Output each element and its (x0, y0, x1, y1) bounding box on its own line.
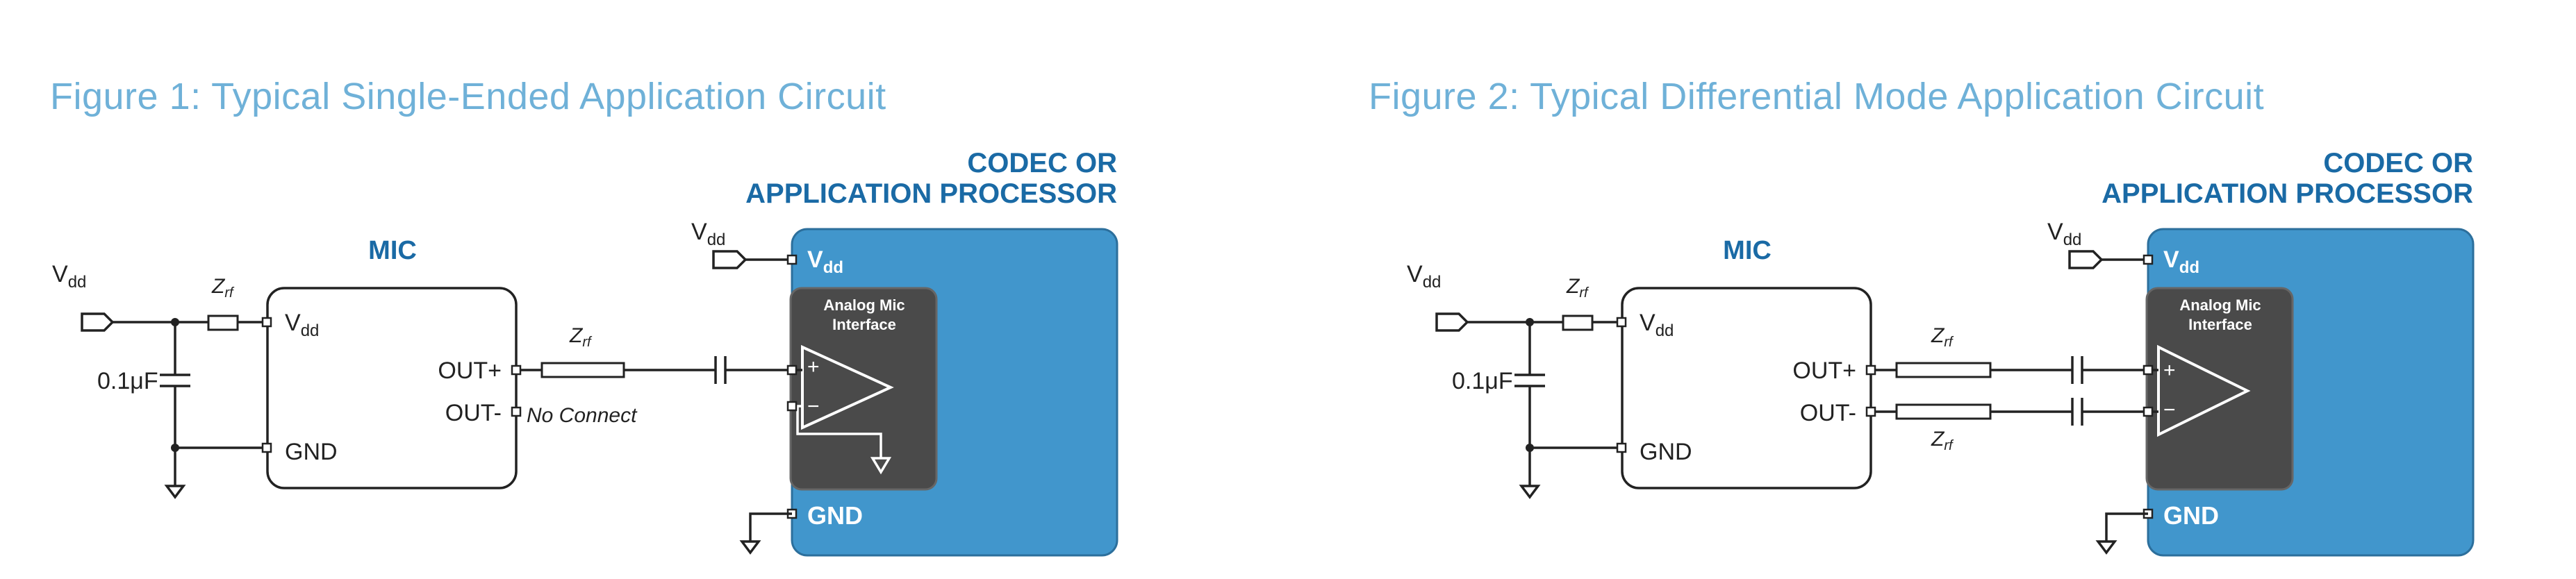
resistor-zrf-supply (207, 314, 239, 331)
cap-label: 0.1μF (97, 368, 158, 394)
mic-out-plus-label: OUT+ (438, 358, 502, 384)
codec-supply-arrow-icon (712, 250, 748, 269)
analog-mic-label: Analog Mic (823, 296, 905, 314)
supply-arrow-icon (1435, 312, 1469, 332)
supply-arrow-icon (81, 312, 115, 332)
mic-heading: MIC (368, 236, 417, 265)
resistor-zrf-supply (1562, 314, 1594, 331)
codec-heading-line1: CODEC OR (2323, 148, 2473, 178)
mic-gnd-label: GND (1640, 439, 1692, 465)
ground-icon (2095, 540, 2117, 555)
mic-box (266, 287, 518, 489)
cap-label: 0.1μF (1452, 368, 1513, 394)
codec-supply-arrow-icon (2068, 250, 2104, 269)
ground-icon (1519, 485, 1541, 499)
resistor-zrf-out-minus (1895, 403, 1992, 420)
zrf-output-label: Zrf (569, 324, 593, 350)
zrf-out-plus-label: Zrf (1931, 324, 1954, 350)
mic-gnd-label: GND (285, 439, 338, 465)
interface-label: Interface (832, 316, 896, 333)
resistor-zrf-out-plus (1895, 362, 1992, 378)
figure-2-title: Figure 2: Typical Differential Mode Appl… (1369, 76, 2265, 117)
resistor-zrf-output (540, 362, 625, 378)
codec-heading-line2: APPLICATION PROCESSOR (745, 178, 1117, 209)
codec-heading-line1: CODEC OR (967, 148, 1117, 178)
interface-label: Interface (2188, 316, 2252, 333)
mic-out-plus-label: OUT+ (1792, 358, 1856, 384)
opamp-symbol (2157, 344, 2251, 437)
mic-vdd-label: Vdd (1640, 310, 1674, 340)
zrf-label: Zrf (211, 275, 235, 301)
opamp-plus: + (807, 355, 820, 378)
supply-vdd-label: Vdd (52, 261, 86, 292)
opamp-plus: + (2163, 359, 2176, 382)
codec-supply-vdd-label: Vdd (2047, 219, 2081, 249)
analog-mic-label: Analog Mic (2179, 296, 2261, 314)
figure-1-title: Figure 1: Typical Single-Ended Applicati… (50, 76, 886, 117)
zrf-out-minus-label: Zrf (1931, 428, 1954, 453)
supply-vdd-label: Vdd (1407, 261, 1441, 292)
codec-vdd-label: Vdd (2163, 246, 2199, 277)
codec-gnd-label: GND (807, 501, 863, 530)
opamp-symbol (801, 344, 894, 430)
codec-vdd-label: Vdd (807, 246, 843, 277)
ground-icon (164, 485, 186, 499)
mic-out-minus-label: OUT- (1800, 400, 1856, 426)
mic-out-minus-label: OUT- (445, 400, 502, 426)
mic-vdd-label: Vdd (285, 310, 319, 340)
no-connect-label: No Connect (527, 404, 638, 427)
opamp-minus: − (807, 395, 820, 418)
figure-1-circuit: Analog Mic Interface + − CODEC OR APPLIC… (52, 148, 1118, 557)
opamp-minus: − (2163, 398, 2176, 421)
codec-heading-line2: APPLICATION PROCESSOR (2102, 178, 2473, 209)
zrf-label: Zrf (1566, 275, 1590, 301)
mic-heading: MIC (1723, 236, 1772, 265)
ground-icon (870, 457, 892, 475)
codec-gnd-label: GND (2163, 501, 2219, 530)
figure-2-circuit: Analog Mic Interface + − CODEC OR APPLIC… (1407, 148, 2475, 557)
mic-box (1621, 287, 1872, 489)
ground-icon (739, 540, 761, 555)
codec-supply-vdd-label: Vdd (691, 219, 725, 249)
